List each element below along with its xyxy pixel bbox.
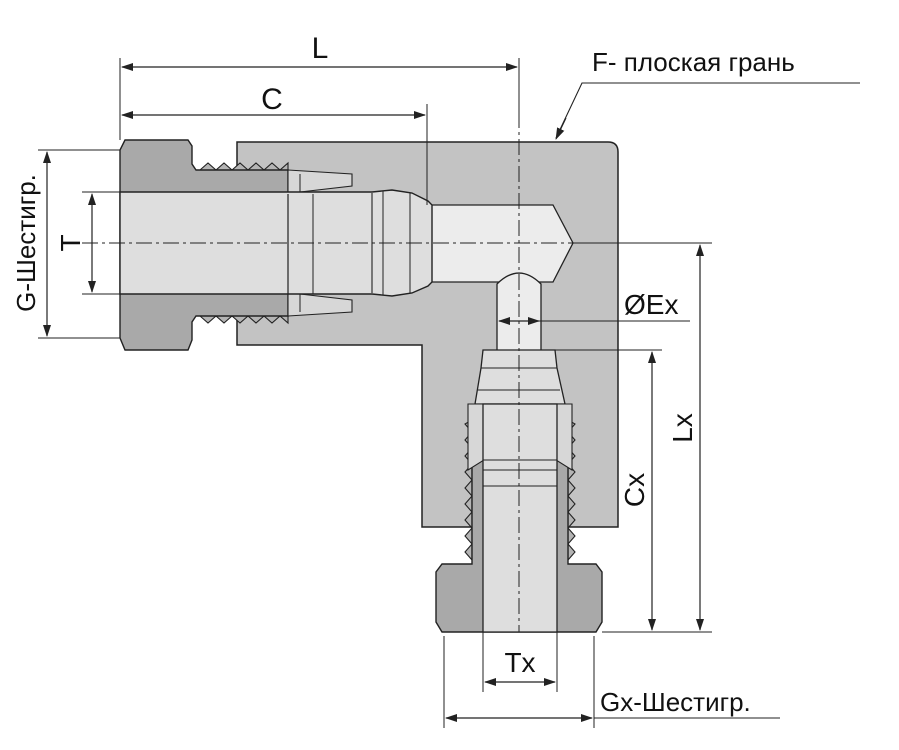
label-Tx: Tx [504, 647, 535, 678]
label-G: G-Шестигр. [11, 174, 41, 312]
label-Ex: ØEx [624, 289, 678, 320]
label-Lx: Lx [667, 413, 698, 443]
label-C: C [261, 83, 283, 116]
label-F: F- плоская грань [592, 47, 795, 77]
label-Cx: Cx [619, 473, 650, 507]
label-L: L [312, 32, 329, 65]
front-ferrule-bottom [287, 293, 353, 317]
bottom-ferrule-left [467, 403, 485, 471]
bottom-ferrule-right [555, 403, 573, 471]
label-Gx: Gx-Шестигр. [600, 687, 751, 717]
bottom-tube-head [474, 349, 566, 405]
bottom-tube [482, 403, 558, 633]
label-T: T [55, 234, 86, 251]
leader-F [555, 82, 860, 139]
front-ferrule-top [287, 169, 353, 193]
